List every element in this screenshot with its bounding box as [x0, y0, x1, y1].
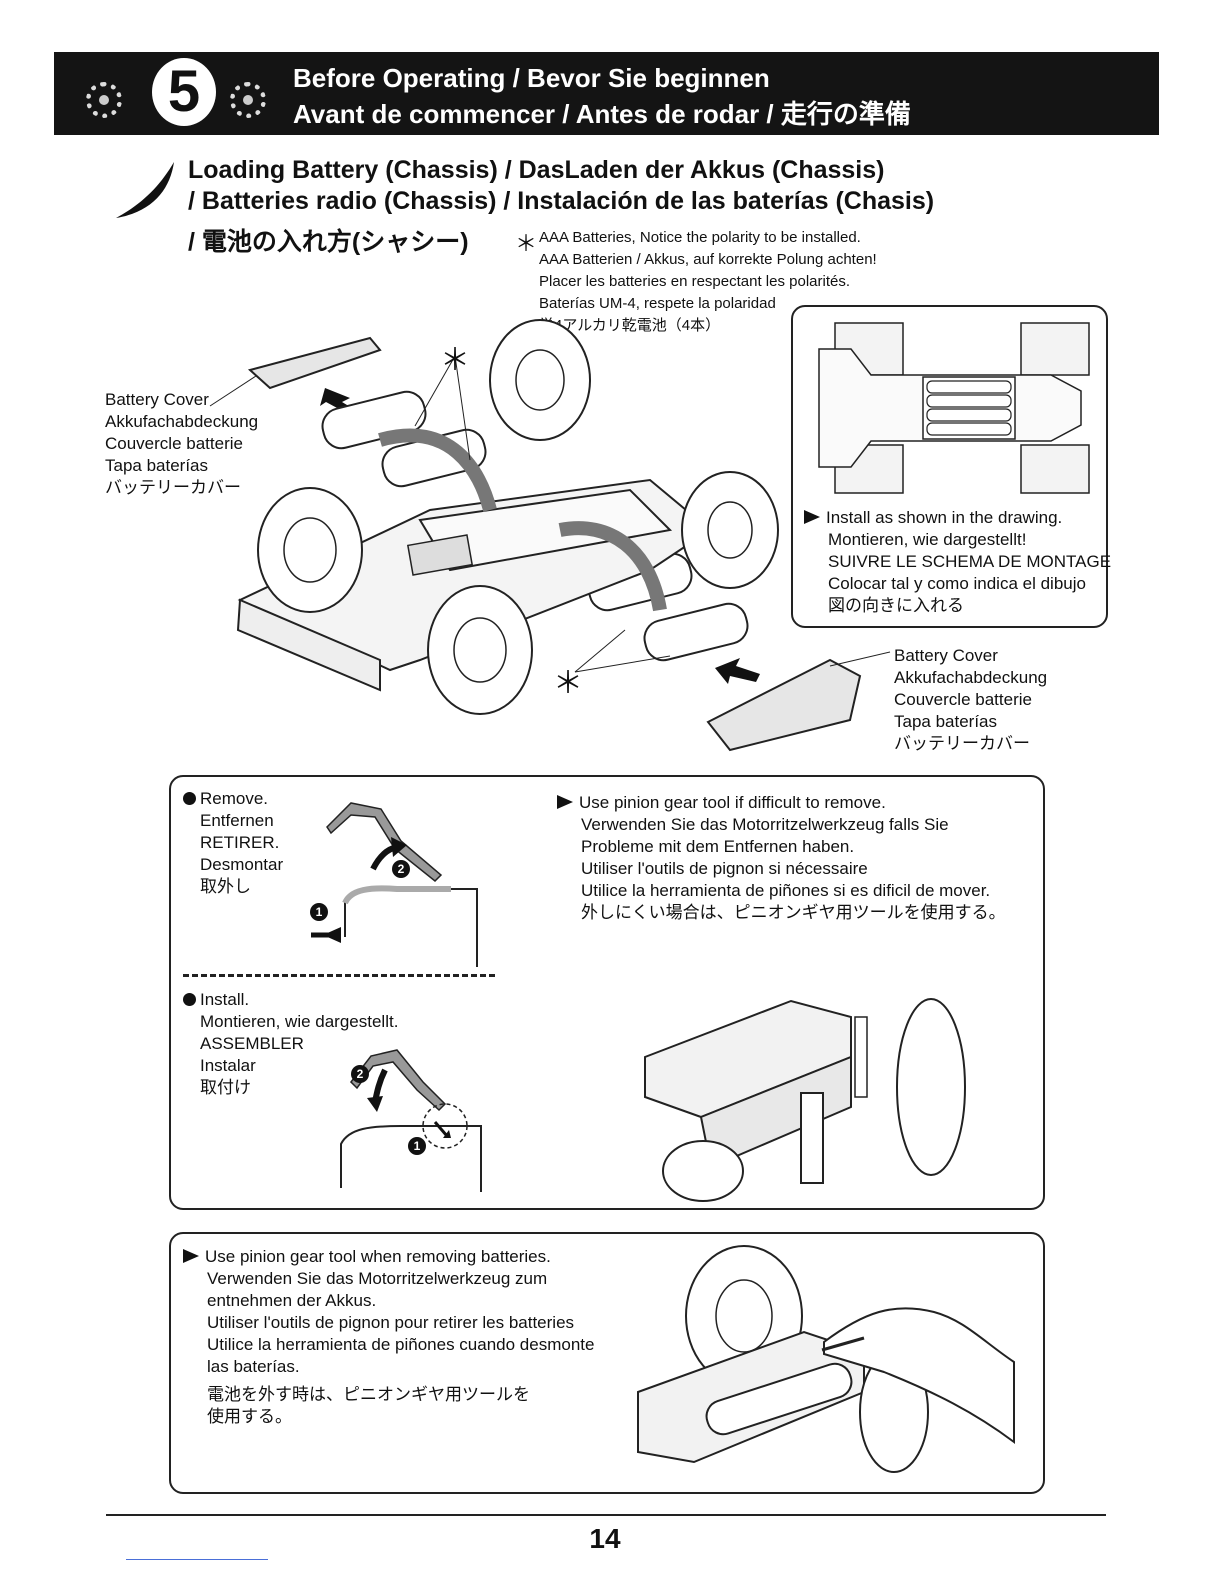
- section-title-line2: / Batteries radio (Chassis) / Instalació…: [188, 187, 935, 215]
- step-number: 5: [152, 58, 216, 126]
- installed-cover-illustration: [644, 998, 966, 1202]
- chassis-illustration: [209, 319, 891, 752]
- step-badge-2: 2: [392, 860, 410, 878]
- header-title-line2: Avant de commencer / Antes de rodar / 走行…: [293, 99, 911, 129]
- install-cover-diagram: [340, 1049, 482, 1192]
- section-title-line1: Loading Battery (Chassis) / DasLaden der…: [188, 156, 885, 184]
- chassis-top-view-diagram: [818, 322, 1090, 494]
- section-marker-icon: [116, 162, 174, 218]
- battery-cover-label-left: Battery Cover Akkufachabdeckung Couvercl…: [105, 390, 259, 497]
- section-title-line3: / 電池の入れ方(シャシー): [188, 228, 469, 256]
- remove-text: Remove. Entfernen RETIRER. Desmontar 取外し: [183, 788, 283, 898]
- step-badge-1: 1: [310, 903, 328, 921]
- battery-removal-illustration: [637, 1245, 1015, 1473]
- battery-cover-label-right: Battery Cover Akkufachabdeckung Couvercl…: [894, 646, 1048, 753]
- cover-remove-install-box: Remove. Entfernen RETIRER. Desmontar 取外し…: [169, 775, 1045, 1210]
- section-divider: [183, 974, 495, 977]
- install-orientation-box: Install as shown in the drawing. Montier…: [791, 305, 1111, 628]
- pinion-tool-remove-text: Use pinion gear tool if difficult to rem…: [557, 792, 1006, 924]
- pinion-tool-box: Use pinion gear tool when removing batte…: [169, 1232, 1045, 1494]
- wheel-icon: [86, 82, 122, 118]
- battery-note: AAA Batteries, Notice the polarity to be…: [539, 229, 877, 334]
- header-title-line1: Before Operating / Bevor Sie beginnen: [293, 63, 770, 93]
- install-orientation-text: Install as shown in the drawing. Montier…: [804, 507, 1111, 617]
- footer-rule: [106, 1514, 1106, 1516]
- wheel-icon: [230, 82, 266, 118]
- note-asterisk: ＊: [515, 231, 538, 256]
- step-header: 5 Before Operating / Bevor Sie beginnen …: [54, 52, 1159, 135]
- step-badge-2: 2: [351, 1065, 369, 1083]
- asterisk-bottom: ＊: [553, 667, 583, 700]
- step-badge-1: 1: [408, 1137, 426, 1155]
- remove-cover-diagram: [311, 802, 478, 967]
- asterisk-top: ＊: [440, 344, 470, 377]
- pinion-tool-text: Use pinion gear tool when removing batte…: [183, 1246, 594, 1428]
- install-text: Install. Montieren, wie dargestellt. ASS…: [183, 989, 398, 1099]
- footer-link-underline: [126, 1559, 268, 1560]
- page-number: 14: [589, 1523, 621, 1554]
